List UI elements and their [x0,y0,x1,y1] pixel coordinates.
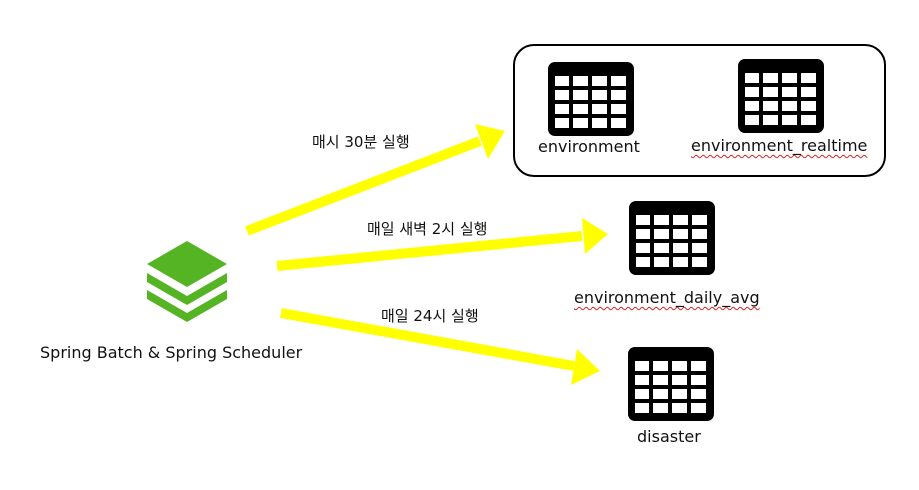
realtime-group-box [513,44,886,177]
table-icon-environment [548,62,634,136]
table-label-environment: environment [538,137,640,156]
edge-label-daily-24h: 매일 24시 실행 [381,307,479,325]
spring-batch-icon [147,241,227,322]
arrow-hourly [245,124,505,236]
edge-label-daily-2am: 매일 새벽 2시 실행 [367,220,488,238]
table-label-environment-daily-avg: environment_daily_avg [574,288,760,307]
table-icon-disaster [628,347,714,421]
source-label: Spring Batch & Spring Scheduler [40,343,303,362]
table-icon-environment-realtime [738,59,824,133]
table-label-environment-realtime: environment_realtime [691,136,868,155]
table-label-disaster: disaster [637,427,701,446]
arrow-daily-24h [280,308,600,385]
table-icon-environment-daily-avg [629,201,715,275]
edge-label-hourly: 매시 30분 실행 [312,133,410,151]
arrow-daily-2am [276,218,608,271]
